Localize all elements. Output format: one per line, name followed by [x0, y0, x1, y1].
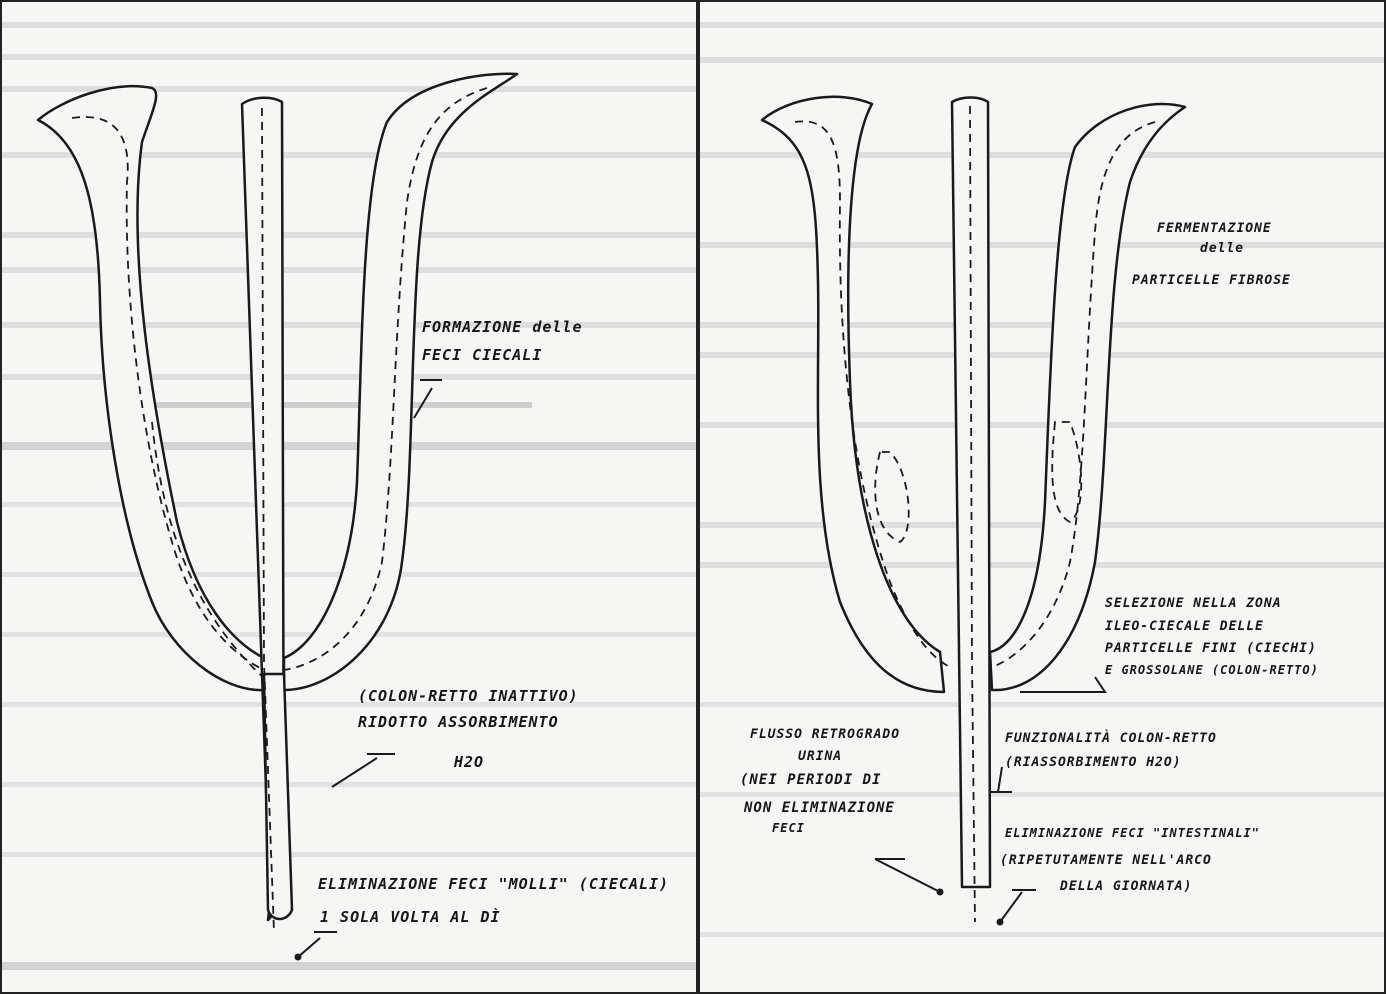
- selection-label-line1: SELEZIONE NELLA ZONA: [1105, 596, 1282, 611]
- right-colon-tube: [952, 98, 990, 888]
- leader-formation: [414, 380, 442, 418]
- selection-label-line4: E GROSSOLANE (COLON-RETTO): [1105, 663, 1319, 677]
- flux-label-line5: FECI: [772, 821, 805, 835]
- leader-flux-dot: [938, 890, 943, 895]
- leader-function: [990, 767, 1012, 792]
- right-cecum-left-branch: [762, 97, 944, 692]
- leader-elim-dot: [296, 955, 301, 960]
- flux-label-line4: NON ELIMINAZIONE: [743, 800, 895, 816]
- right-diagram-panel: FERMENTAZIONE delle PARTICELLE FIBROSE S…: [698, 0, 1386, 994]
- elim-label-line2: 1 SOLA VOLTA AL DÌ: [320, 907, 501, 926]
- selection-label-line2: ILEO-CIECALE DELLE: [1105, 619, 1264, 634]
- colon-label-line2: RIDOTTO ASSORBIMENTO: [358, 713, 559, 731]
- function-label-line1: FUNZIONALITÀ COLON-RETTO: [1005, 730, 1217, 746]
- leader-elim-dot-right: [998, 920, 1003, 925]
- leader-flux: [875, 859, 940, 892]
- elim-label-line1: ELIMINAZIONE FECI "MOLLI" (CIECALI): [318, 875, 669, 893]
- left-cecum-left-branch: [38, 86, 264, 690]
- left-trident-body: [38, 74, 517, 920]
- ferment-label-line3: PARTICELLE FIBROSE: [1132, 273, 1291, 288]
- ferment-label-line1: FERMENTAZIONE: [1157, 221, 1272, 236]
- elim-right-label-line3: DELLA GIORNATA): [1059, 879, 1192, 894]
- selection-label-line3: PARTICELLE FINI (CIECHI): [1105, 641, 1317, 656]
- formation-label-line1: FORMAZIONE delle: [422, 318, 583, 336]
- flux-label-line1: FLUSSO RETROGRADO: [750, 727, 900, 742]
- ferment-label-line2: delle: [1200, 241, 1244, 256]
- left-diagram-svg: FORMAZIONE delle FECI CIECALI (COLON-RET…: [2, 2, 698, 994]
- left-diagram-panel: FORMAZIONE delle FECI CIECALI (COLON-RET…: [0, 0, 698, 994]
- right-inner-loop-left: [875, 452, 909, 542]
- function-label-line2: (RIASSORBIMENTO H2O): [1005, 755, 1182, 770]
- elim-right-label-line2: (RIPETUTAMENTE NELL'ARCO: [1000, 853, 1212, 868]
- elim-right-label-line1: ELIMINAZIONE FECI "INTESTINALI": [1005, 826, 1260, 840]
- flux-label-line2: URINA: [798, 749, 842, 764]
- flux-label-line3: (NEI PERIODI DI: [740, 772, 881, 788]
- leader-elim-right: [1000, 890, 1036, 922]
- colon-label-line3: H2O: [453, 753, 484, 771]
- colon-label-line1: (COLON-RETTO INATTIVO): [358, 687, 579, 705]
- right-diagram-svg: FERMENTAZIONE delle PARTICELLE FIBROSE S…: [700, 2, 1386, 994]
- formation-label-line2: FECI CIECALI: [422, 346, 542, 364]
- leader-elim: [298, 932, 337, 957]
- left-cecum-right-branch: [284, 74, 517, 690]
